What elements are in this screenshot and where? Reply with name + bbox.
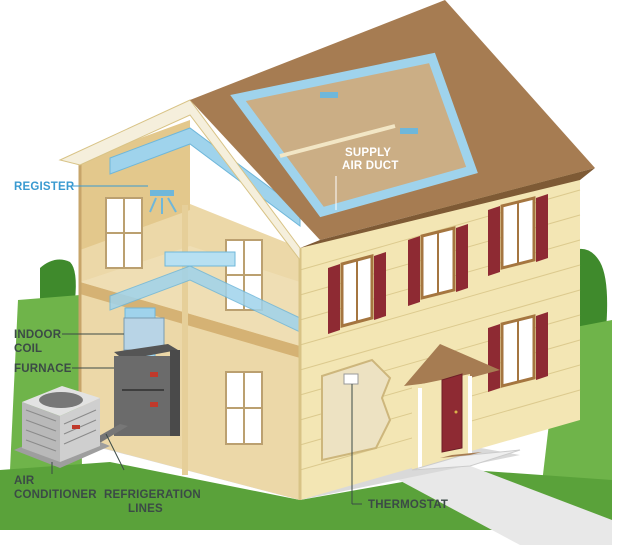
label-indoor-coil-line1: INDOOR bbox=[14, 329, 62, 341]
front-porch bbox=[404, 344, 521, 471]
label-furnace: FURNACE bbox=[14, 363, 72, 375]
lower-windows bbox=[488, 312, 548, 392]
roof bbox=[190, 0, 595, 248]
label-indoor-coil-line2: COIL bbox=[14, 343, 42, 355]
leader-lines bbox=[51, 176, 362, 505]
label-refrigeration-lines-line2: LINES bbox=[128, 503, 163, 515]
refrigeration-lines bbox=[92, 424, 128, 444]
label-register: REGISTER bbox=[14, 181, 75, 193]
label-air-conditioner-line2: CONDITIONER bbox=[14, 489, 97, 501]
label-supply-air-duct-line1: SUPPLY bbox=[345, 147, 391, 159]
air-conditioner-unit bbox=[14, 386, 110, 468]
furnace-unit bbox=[114, 317, 180, 436]
label-thermostat: THERMOSTAT bbox=[368, 499, 448, 511]
label-air-conditioner-line1: AIR bbox=[14, 475, 35, 487]
upper-windows bbox=[328, 194, 548, 334]
wall-cutaway bbox=[321, 358, 392, 462]
label-supply-air-duct-line2: AIR DUCT bbox=[342, 160, 399, 172]
label-refrigeration-lines-line1: REFRIGERATION bbox=[104, 489, 201, 501]
register-vent bbox=[149, 190, 177, 214]
